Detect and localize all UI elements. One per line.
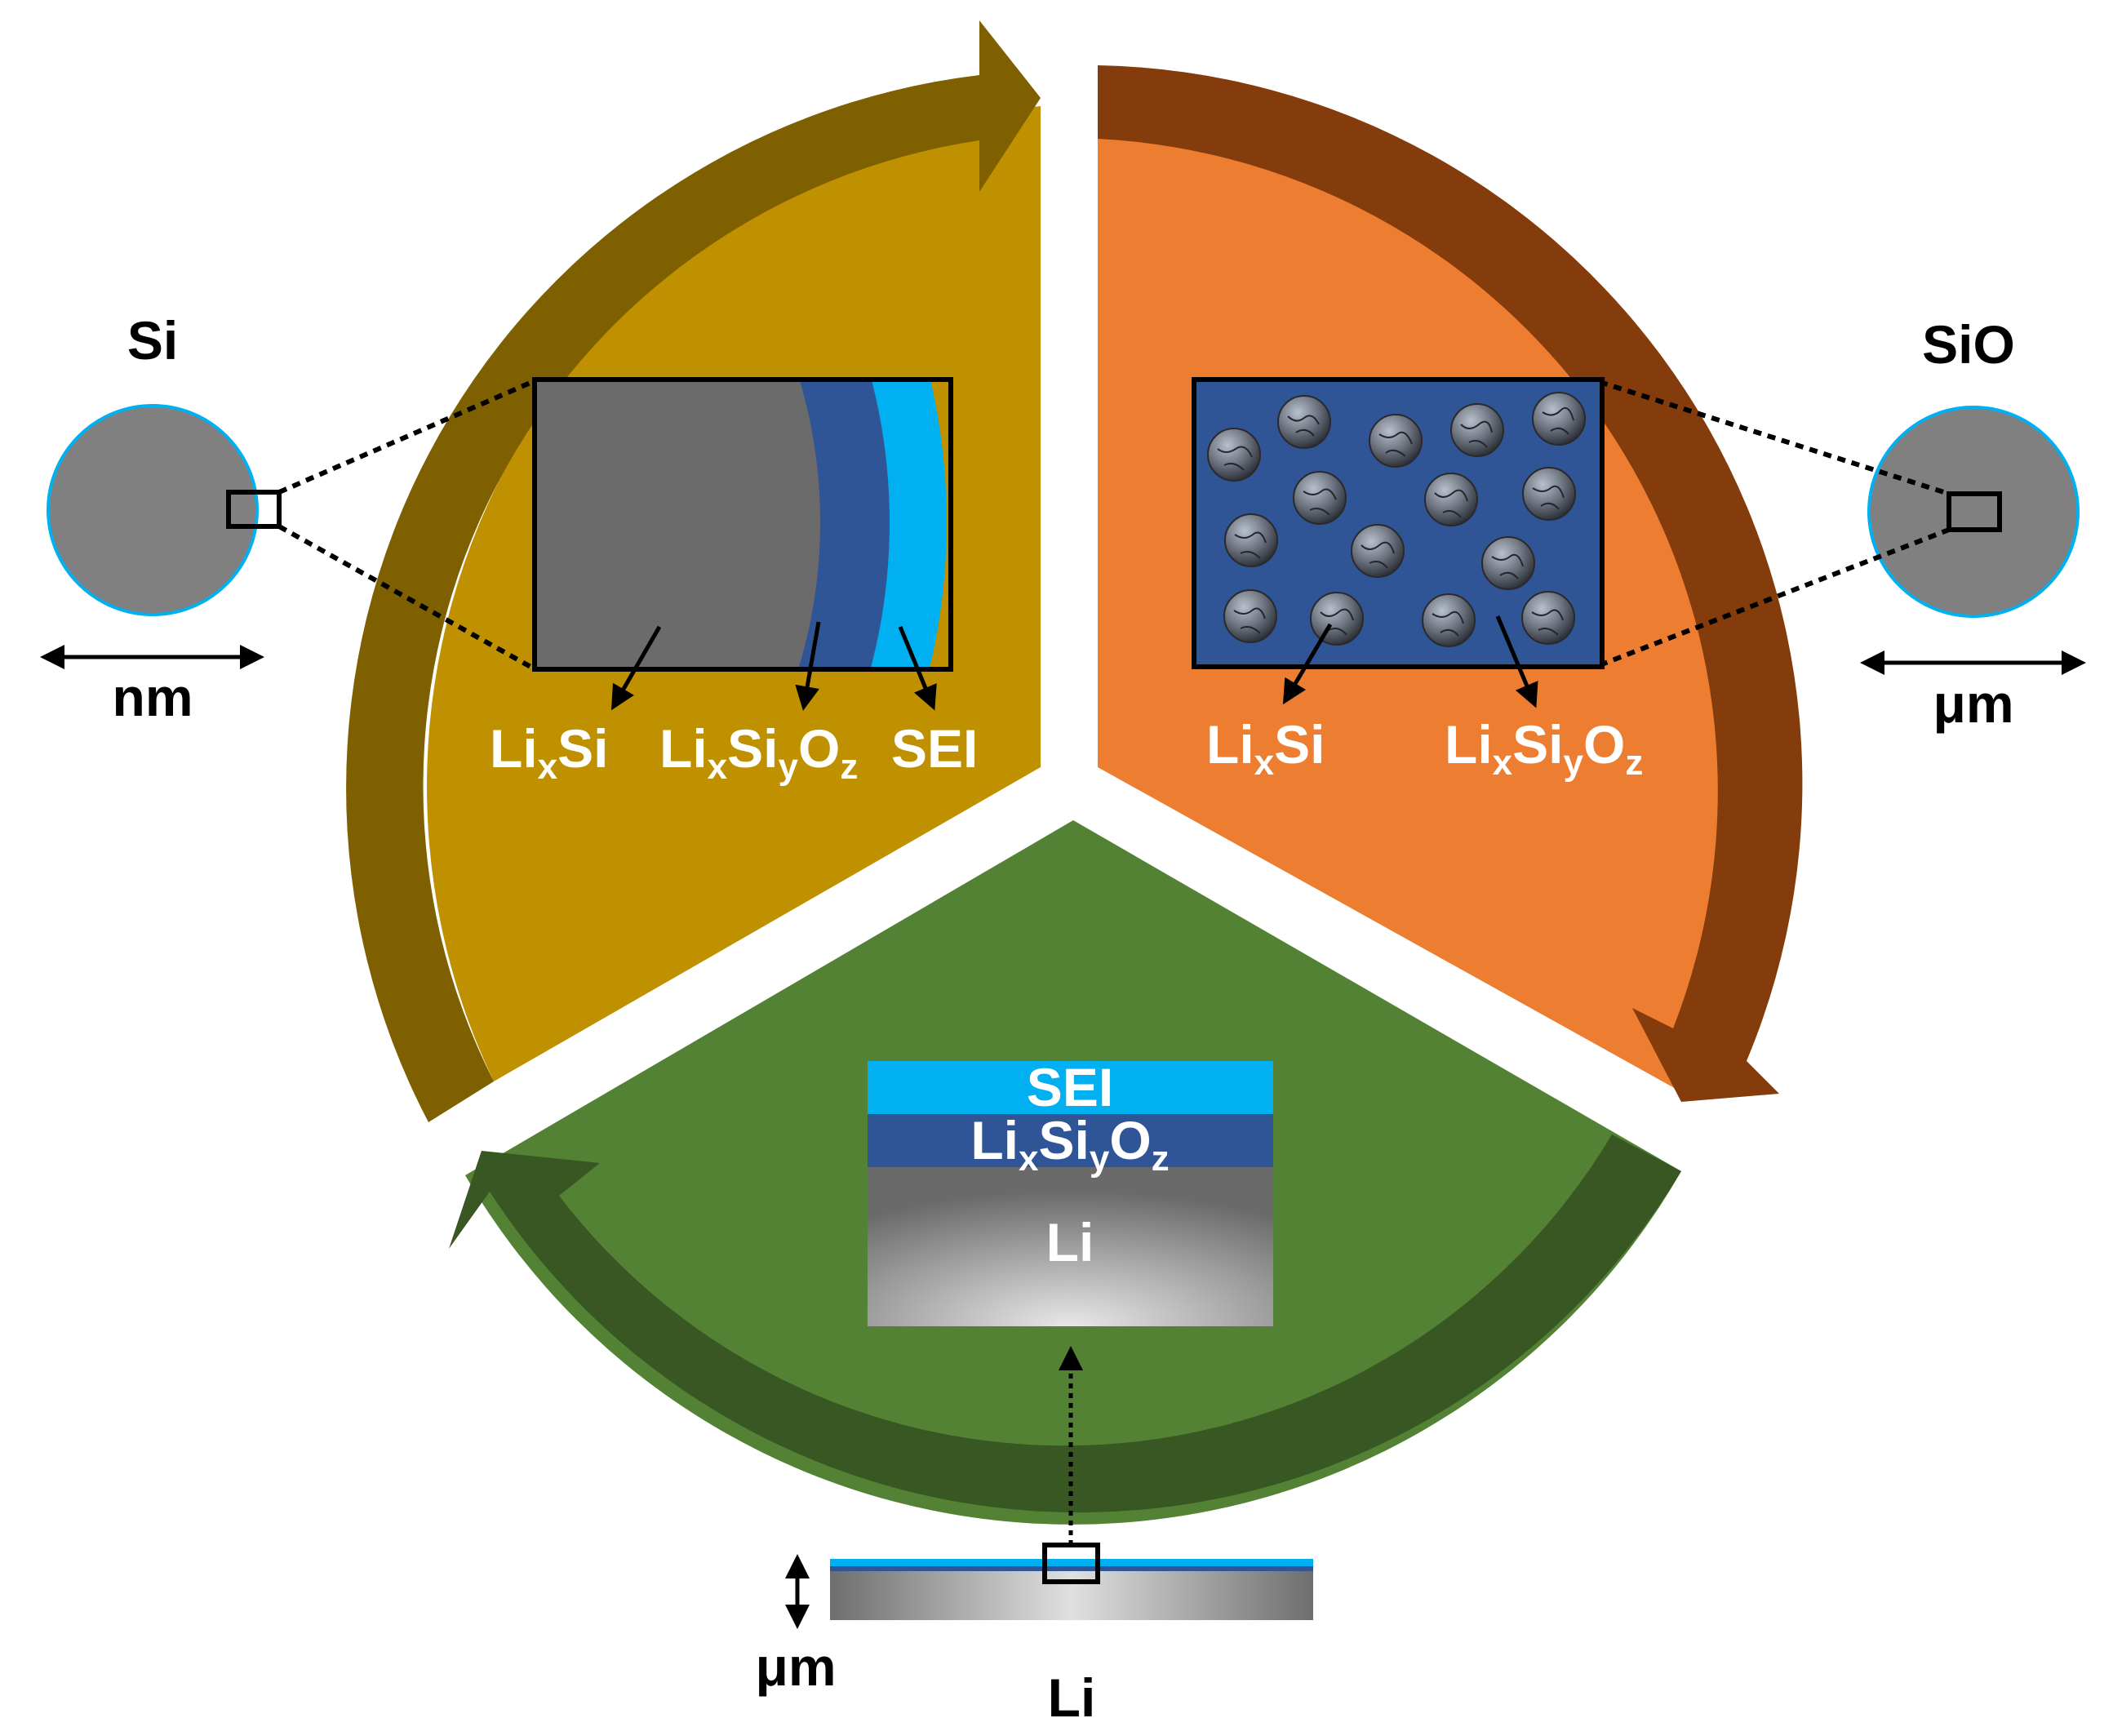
li-foil: [830, 1571, 1313, 1620]
si-particle: [47, 404, 259, 616]
si-scale-label: nm: [113, 667, 193, 727]
sio-lisio-label: LixSiyOz: [1445, 714, 1643, 783]
nanoparticle: [1224, 513, 1278, 567]
li-lisio-label: LixSiyOz: [970, 1110, 1169, 1179]
nanoparticle: [1481, 536, 1535, 590]
sio-cycle-arrow: [1098, 65, 1803, 1102]
si-inset: [532, 377, 953, 672]
li-cycle-arrow: [449, 1134, 1681, 1513]
li-lisio-layer: [868, 1114, 1273, 1167]
nanoparticle: [1277, 395, 1331, 449]
li-foil-sei: [830, 1559, 1313, 1566]
si-lixsi-pointer: [611, 625, 662, 711]
lixsi-nanoparticles: [1207, 392, 1586, 647]
sio-scale-label: μm: [1933, 673, 2013, 734]
sio-lisio-pointer: [1495, 615, 1538, 708]
nanoparticle: [1521, 591, 1575, 645]
sio-zoom-line-top: [1599, 380, 1950, 496]
si-zoom-box: [226, 490, 282, 529]
li-title: Li: [1048, 1667, 1096, 1728]
si-sei-label: SEI: [891, 718, 978, 779]
nanoparticle: [1351, 524, 1405, 578]
si-sei-pointer: [898, 626, 937, 711]
nanoparticle: [1223, 589, 1277, 643]
si-lixsi-core: [535, 380, 820, 669]
nanoparticle-cracks: [1217, 407, 1574, 637]
li-metal-label: Li: [1046, 1212, 1094, 1272]
sio-particle: [1867, 406, 2080, 618]
nanoparticle: [1310, 592, 1364, 646]
li-metal-layer: [868, 1167, 1273, 1326]
nanoparticle: [1522, 467, 1576, 521]
si-lisio-label: LixSiyOz: [659, 718, 858, 787]
sio-inset: [1192, 377, 1605, 669]
nanoparticle: [1422, 593, 1476, 647]
si-lixsi-label: LixSi: [490, 718, 609, 787]
nanoparticle: [1424, 473, 1478, 526]
nanoparticle: [1369, 414, 1423, 468]
li-layer-stack: [868, 1061, 1273, 1326]
si-zoom-line-top: [277, 380, 534, 495]
nanoparticle: [1207, 428, 1261, 482]
nanoparticle: [1293, 471, 1347, 525]
si-cycle-arrow: [346, 20, 1041, 1122]
li-foil-lisio: [830, 1566, 1313, 1571]
sio-zoom-box: [1947, 491, 2002, 532]
li-scale-label: μm: [755, 1636, 836, 1697]
nanoparticle: [1450, 403, 1504, 457]
si-title: Si: [127, 310, 178, 371]
si-zoom-line-bottom: [277, 524, 534, 670]
nanoparticle: [1532, 392, 1586, 446]
sio-lixsi-label: LixSi: [1206, 714, 1325, 783]
sio-zoom-line-bottom: [1598, 527, 1951, 668]
sio-title: SiO: [1922, 314, 2015, 375]
sio-lixsi-pointer: [1282, 623, 1333, 705]
li-sei-label: SEI: [1027, 1057, 1113, 1117]
li-sei-layer: [868, 1061, 1273, 1114]
si-lisio-pointer: [795, 621, 821, 711]
